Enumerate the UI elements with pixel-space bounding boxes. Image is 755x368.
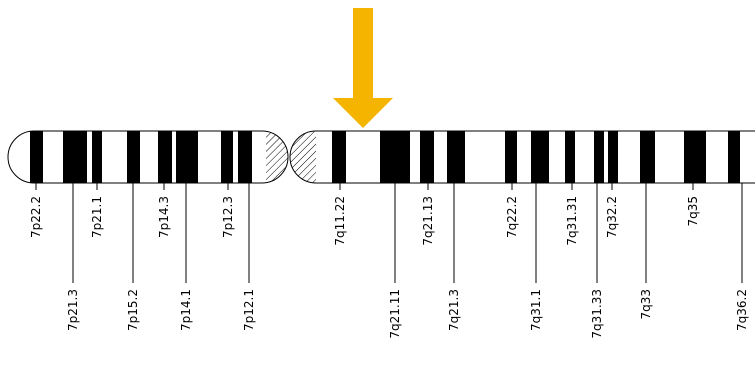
upper-band-label: 7p21.1 xyxy=(90,196,104,238)
band-7p22-dark xyxy=(30,131,43,183)
upper-band-label: 7q11.22 xyxy=(333,196,347,246)
lower-band-label: 7q31.33 xyxy=(590,289,604,339)
band-7q21-11-dark xyxy=(380,131,410,183)
band-7p14-1-dark xyxy=(176,131,198,183)
band-7q31-1-dark xyxy=(531,131,549,183)
band-7p14-3-dark xyxy=(158,131,172,183)
lower-band-label: 7q31.1 xyxy=(529,289,543,331)
band-7q22-dark xyxy=(505,131,517,183)
band-7q35-dark xyxy=(684,131,706,183)
band-7p12-1-dark xyxy=(238,131,252,183)
band-7q32-dark xyxy=(608,131,618,183)
band-7p15-dark xyxy=(127,131,140,183)
upper-band-label: 7p14.3 xyxy=(157,196,171,238)
upper-band-label: 7q21.13 xyxy=(421,196,435,246)
band-7q21-3-dark xyxy=(447,131,465,183)
upper-band-label: 7q22.2 xyxy=(505,196,519,238)
band-7p12-3-dark xyxy=(221,131,233,183)
upper-band-label: 7p12.3 xyxy=(221,196,235,238)
upper-band-label: 7p22.2 xyxy=(29,196,43,238)
band-7p21-dark xyxy=(63,131,87,183)
lower-band-label: 7p21.3 xyxy=(66,289,80,331)
lower-band-label: 7p14.1 xyxy=(179,289,193,331)
upper-band-label: 7q32.2 xyxy=(605,196,619,238)
band-7q11-21-dark xyxy=(332,131,346,183)
band-7q21-13-dark xyxy=(420,131,434,183)
band-7q36-dark xyxy=(728,131,740,183)
band-7p21-1-dark xyxy=(92,131,102,183)
upper-band-label: 7q31.31 xyxy=(565,196,579,246)
band-7q31-33-dark xyxy=(594,131,604,183)
down-arrow-icon xyxy=(333,8,393,128)
lower-band-label: 7q21.3 xyxy=(447,289,461,331)
lower-band-label: 7p12.1 xyxy=(242,289,256,331)
band-7q31-3-dark xyxy=(565,131,575,183)
centromere-q-hatch xyxy=(290,131,316,183)
centromere-p-hatch xyxy=(266,131,288,183)
band-leader-lines xyxy=(35,183,743,283)
lower-band-label: 7q21.11 xyxy=(388,289,402,339)
chromosome-q-arm xyxy=(289,130,755,184)
lower-band-label: 7q36.2 xyxy=(735,289,749,331)
band-labels: 7p22.2 7p21.1 7p14.3 7p12.3 7q11.22 7q21.13 7q… xyxy=(29,196,749,339)
chromosome-p-arm xyxy=(7,130,289,184)
lower-band-label: 7p15.2 xyxy=(126,289,140,331)
upper-band-label: 7q35 xyxy=(686,196,700,227)
band-7q33-dark xyxy=(640,131,655,183)
lower-band-label: 7q33 xyxy=(639,289,653,320)
